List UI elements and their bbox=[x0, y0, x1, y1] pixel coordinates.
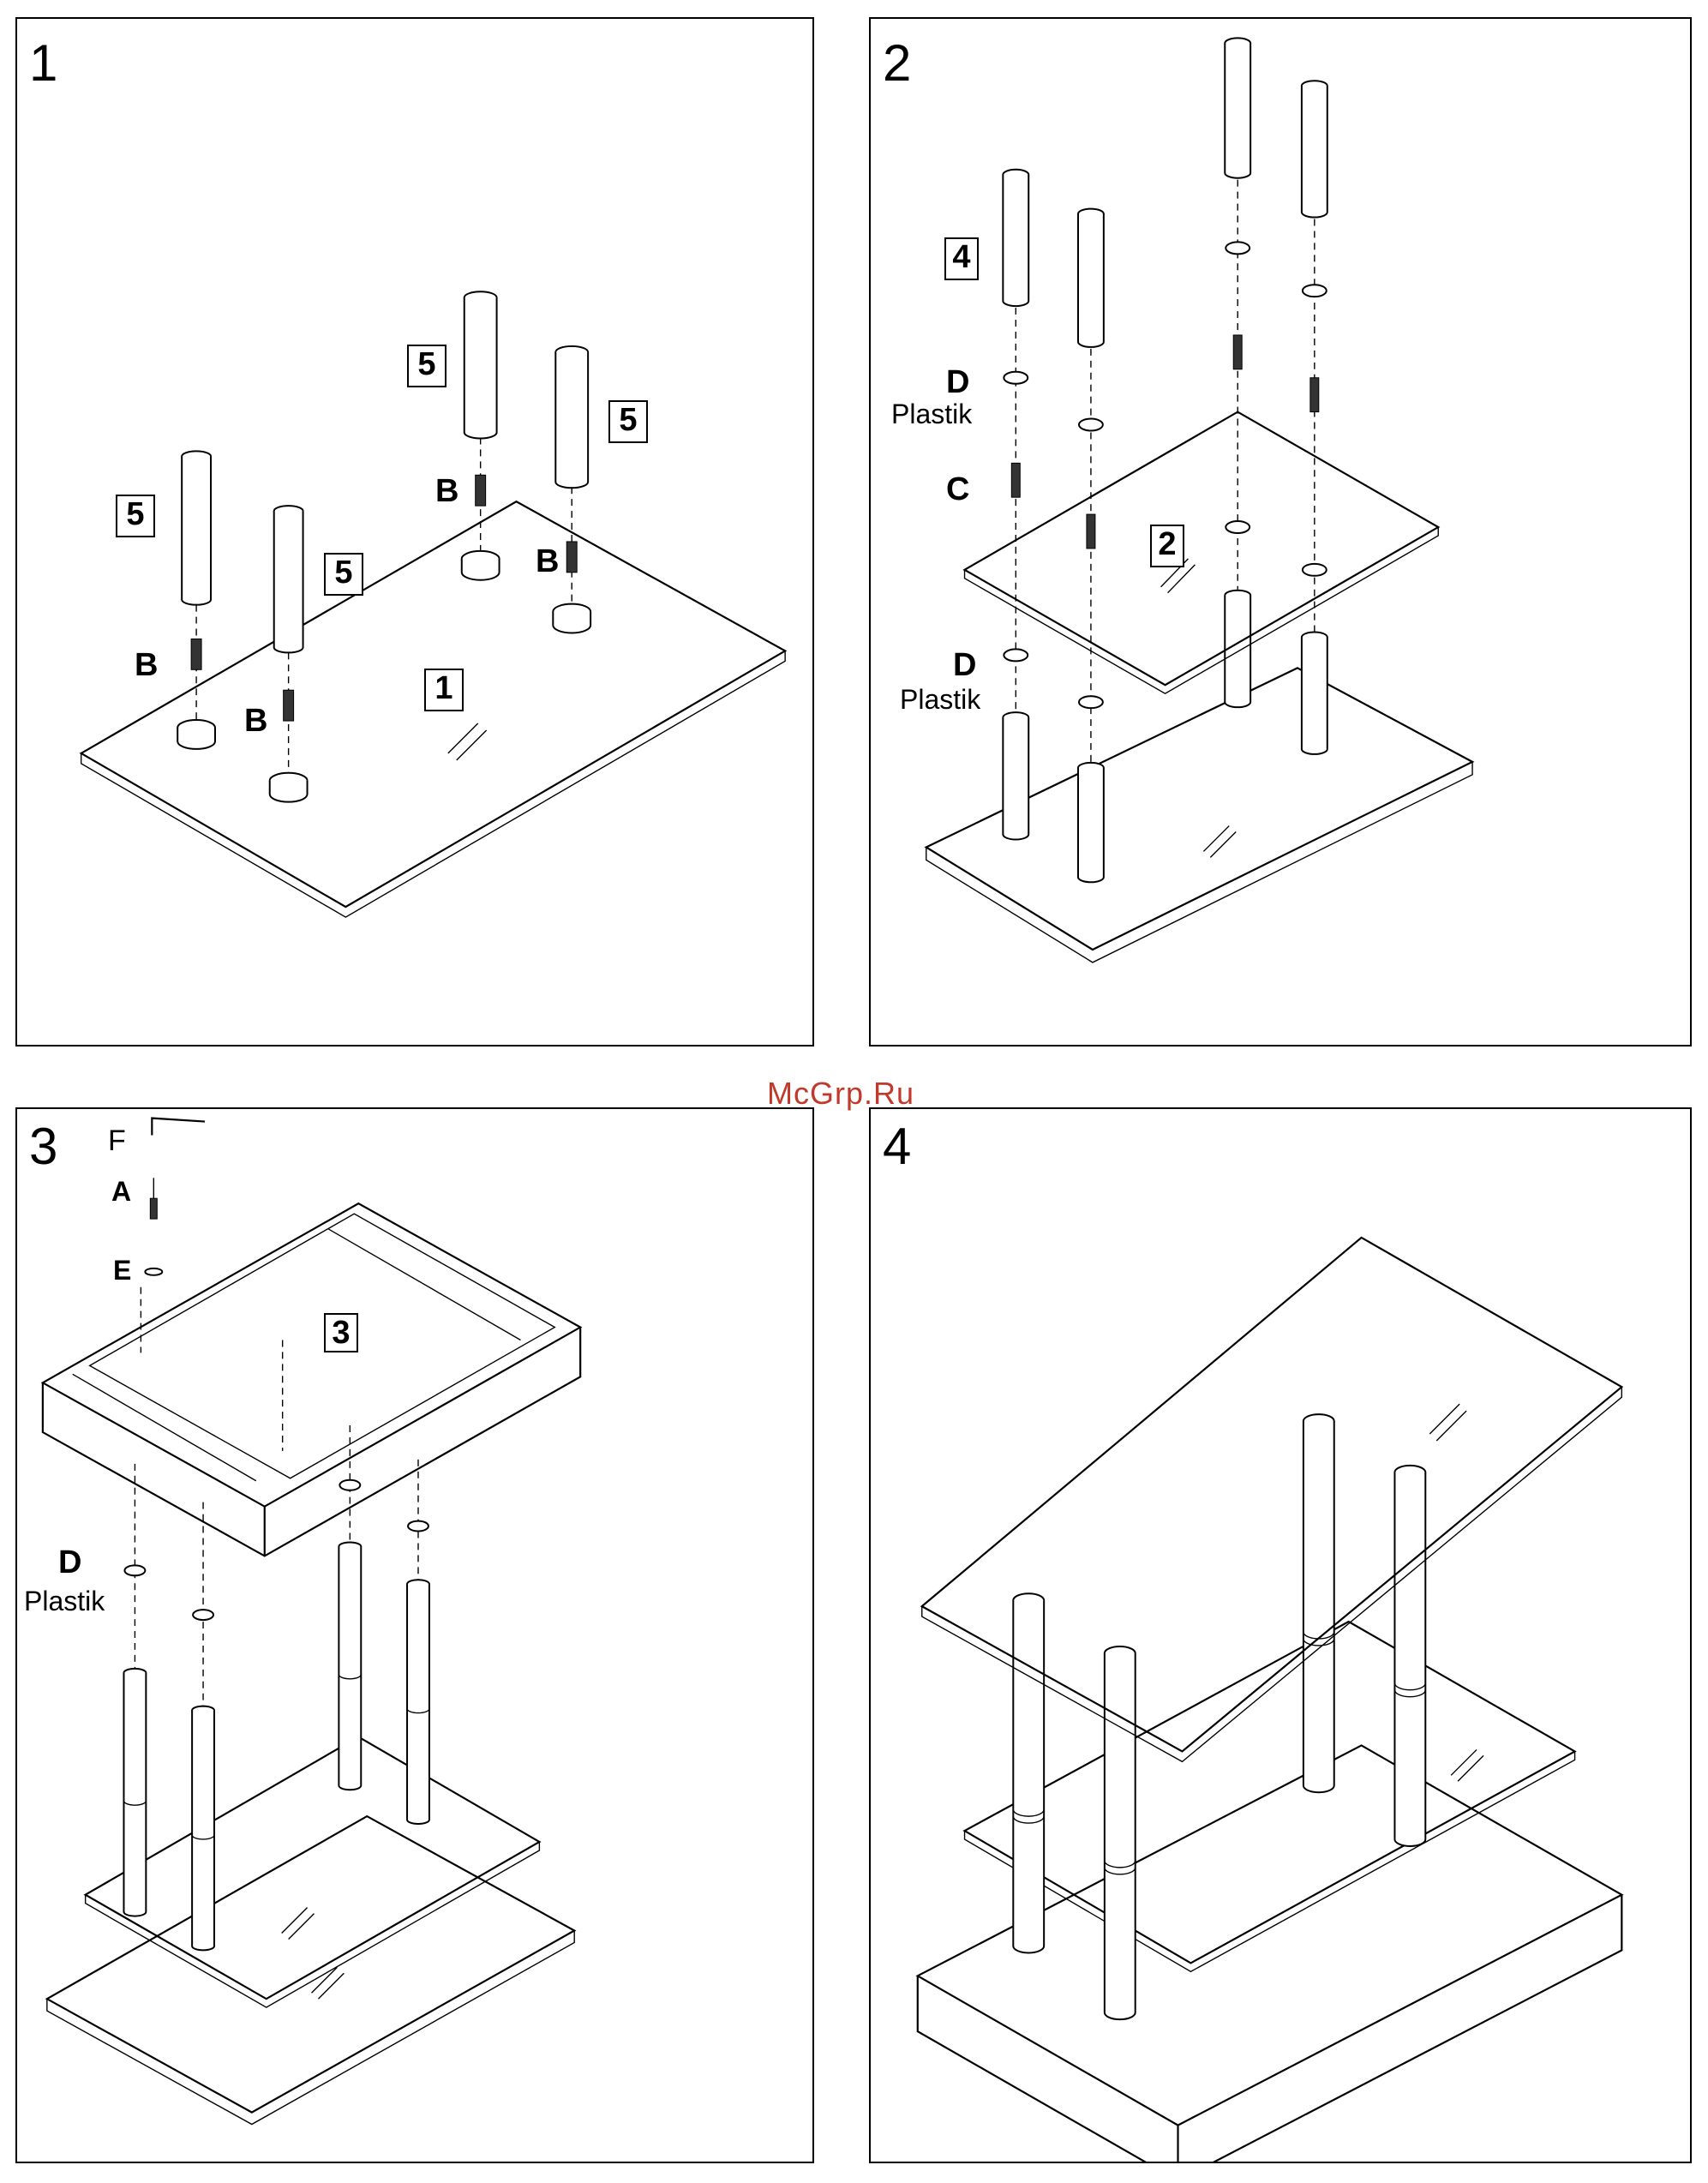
step-2-illustration bbox=[871, 19, 1690, 1045]
watermark: McGrp.Ru bbox=[767, 1076, 914, 1112]
fitting-label-c: C bbox=[946, 473, 969, 506]
step-number: 3 bbox=[29, 1121, 57, 1172]
fitting-label-d: D bbox=[953, 649, 976, 681]
material-label: Plastik bbox=[891, 400, 972, 428]
fitting-label-b: B bbox=[435, 475, 458, 507]
step-3-illustration bbox=[17, 1109, 812, 2162]
step-number: 1 bbox=[29, 38, 57, 89]
fitting-label-a: A bbox=[111, 1178, 131, 1205]
part-label-4: 4 bbox=[944, 237, 979, 280]
part-label-2: 2 bbox=[1150, 525, 1184, 567]
step-1-panel: 1 5 5 5 5 1 B B B B bbox=[15, 17, 814, 1047]
fitting-label-b: B bbox=[135, 649, 158, 681]
material-label: Plastik bbox=[24, 1587, 105, 1615]
part-label-3: 3 bbox=[324, 1313, 358, 1352]
step-2-panel: 2 4 2 D Plastik C D Plastik bbox=[869, 17, 1692, 1047]
part-label-1: 1 bbox=[424, 669, 464, 711]
fitting-label-f: F bbox=[108, 1126, 126, 1155]
step-number: 4 bbox=[883, 1121, 911, 1172]
part-label-5: 5 bbox=[324, 553, 363, 596]
fitting-label-d: D bbox=[58, 1546, 81, 1579]
part-label-5: 5 bbox=[116, 495, 155, 537]
step-4-panel: 4 bbox=[869, 1107, 1692, 2163]
fitting-label-d: D bbox=[946, 366, 969, 399]
step-4-illustration bbox=[871, 1109, 1690, 2162]
step-3-panel: 3 3 F A E D Plastik bbox=[15, 1107, 814, 2163]
fitting-label-b: B bbox=[244, 705, 267, 737]
material-label: Plastik bbox=[900, 686, 980, 713]
part-label-5: 5 bbox=[608, 400, 648, 443]
part-label-5: 5 bbox=[407, 345, 446, 387]
step-number: 2 bbox=[883, 38, 911, 89]
fitting-label-b: B bbox=[536, 545, 559, 578]
fitting-label-e: E bbox=[113, 1256, 131, 1284]
